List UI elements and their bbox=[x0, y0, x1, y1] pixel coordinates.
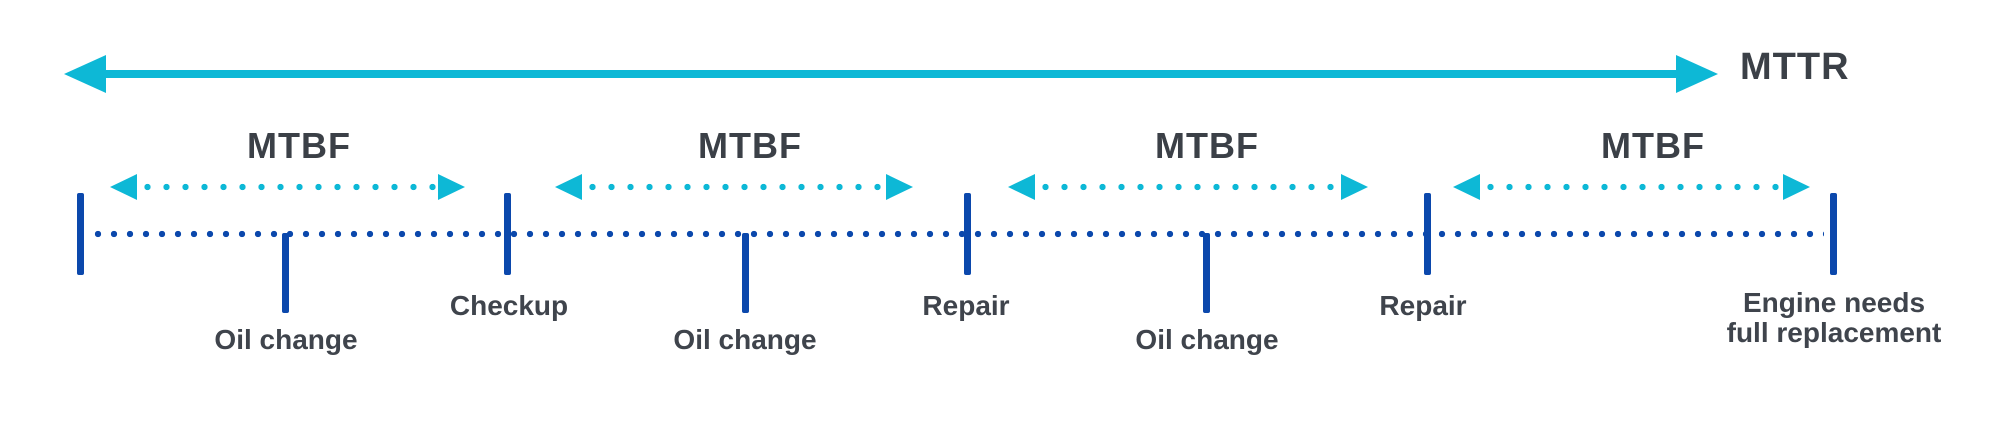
event-label-checkup: Checkup bbox=[449, 290, 569, 321]
arrowhead-left-icon bbox=[110, 174, 137, 200]
arrowhead-right-icon bbox=[1341, 174, 1368, 200]
mtbf-dotted-line-2 bbox=[583, 182, 885, 192]
event-tick-oil-change-1 bbox=[282, 233, 289, 313]
mtbf-label-2: MTBF bbox=[698, 125, 802, 166]
mttr-label: MTTR bbox=[1740, 46, 1850, 88]
event-label-oil-change-3: Oil change bbox=[1135, 324, 1279, 355]
event-tick-checkup bbox=[504, 193, 511, 275]
event-label-repair-1: Repair bbox=[922, 290, 1010, 321]
arrowhead-left-icon bbox=[555, 174, 582, 200]
event-label-repair-2: Repair bbox=[1379, 290, 1467, 321]
timeline-start-tick bbox=[77, 193, 84, 275]
arrowhead-left-icon bbox=[1453, 174, 1480, 200]
mtbf-dotted-line-1 bbox=[138, 182, 437, 192]
event-tick-oil-change-3 bbox=[1203, 233, 1210, 313]
mtbf-label-1: MTBF bbox=[247, 125, 351, 166]
event-tick-repair-1 bbox=[964, 193, 971, 275]
arrowhead-right-icon bbox=[886, 174, 913, 200]
event-label-engine-replacement: Engine needs full replacement bbox=[1726, 287, 1942, 348]
event-label-oil-change-1: Oil change bbox=[214, 324, 358, 355]
mtbf-dotted-line-3 bbox=[1036, 182, 1340, 192]
event-label-oil-change-2: Oil change bbox=[673, 324, 817, 355]
mtbf-label-3: MTBF bbox=[1155, 125, 1259, 166]
event-tick-repair-2 bbox=[1424, 193, 1431, 275]
event-tick-oil-change-2 bbox=[742, 233, 749, 313]
mtbf-label-4: MTBF bbox=[1601, 125, 1705, 166]
mttr-arrow-line bbox=[100, 70, 1684, 78]
mtbf-dotted-line-4 bbox=[1481, 182, 1782, 192]
arrowhead-right-icon bbox=[1783, 174, 1810, 200]
timeline-end-tick bbox=[1830, 193, 1837, 275]
timeline-dotted-line bbox=[90, 230, 1824, 238]
arrowhead-left-icon bbox=[64, 55, 106, 93]
arrowhead-right-icon bbox=[1676, 55, 1718, 93]
arrowhead-left-icon bbox=[1008, 174, 1035, 200]
arrowhead-right-icon bbox=[438, 174, 465, 200]
